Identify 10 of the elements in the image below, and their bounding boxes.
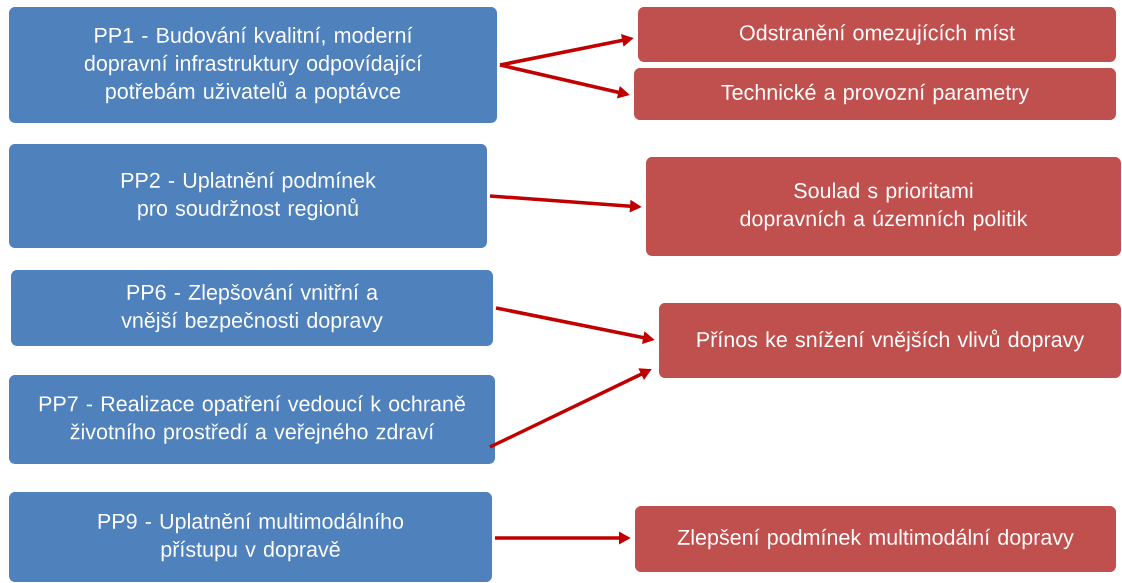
outcome-box: Zlepšení podmínek multimodální dopravy (635, 506, 1116, 572)
goal-box: PP7 - Realizace opatření vedoucí k ochraně životního prostředí a veřejného zdraví (9, 375, 495, 464)
goal-box: PP1 - Budování kvalitní, moderní dopravní infrastruktury odpovídající potřebám uživatelů a poptávce (9, 7, 497, 123)
outcome-box: Soulad s prioritami dopravních a územních politik (646, 157, 1121, 256)
goal-box: PP2 - Uplatnění podmínek pro soudržnost regionů (9, 144, 487, 248)
outcome-box: Technické a provozní parametry (634, 68, 1116, 120)
goal-box: PP6 - Zlepšování vnitřní a vnější bezpečnosti dopravy (11, 270, 493, 346)
goal-box: PP9 - Uplatnění multimodálního přístupu v dopravě (9, 492, 492, 582)
outcome-box: Odstranění omezujících míst (638, 7, 1116, 62)
outcome-box: Přínos ke snížení vnějších vlivů dopravy (659, 303, 1121, 378)
